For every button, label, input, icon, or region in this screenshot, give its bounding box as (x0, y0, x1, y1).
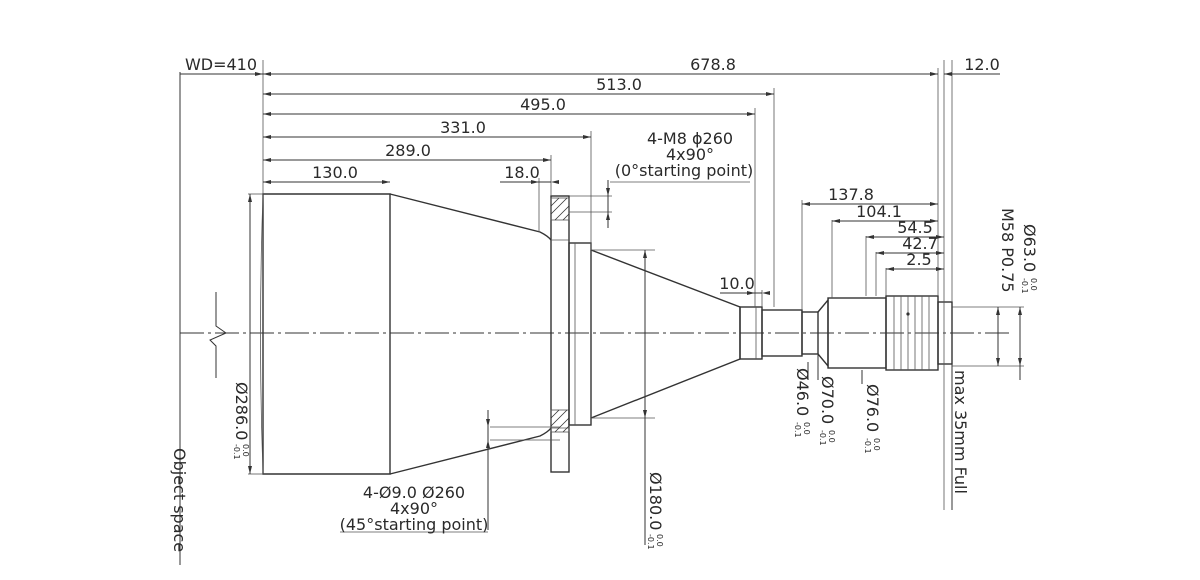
dim-12: 12.0 (964, 55, 1000, 74)
dim-104: 104.1 (856, 202, 902, 221)
hole-note-line3: (45°starting point) (340, 515, 489, 534)
dim-42: 42.7 (902, 234, 938, 253)
dia-286-tol-lower: -0.1 (232, 444, 241, 460)
note-leaders (340, 181, 750, 533)
object-space-label: Object space (170, 448, 189, 552)
diameter-286-label: Ø286.0 0.0 -0.1 (232, 382, 251, 460)
m8-note-line1: 4-M8 ϕ260 (647, 129, 733, 148)
thread-label: M58 P0.75 (998, 208, 1017, 293)
dia-286-text: Ø286.0 (232, 382, 251, 440)
diameter-76-label: Ø76.0 0.0 -0.1 (863, 384, 882, 454)
object-space-line (179, 72, 228, 565)
hole-note-line2: 4x90° (390, 499, 438, 518)
dia-76-tol-upper: 0.0 (872, 438, 881, 451)
dia-63-tol-upper: 0.0 (1029, 278, 1038, 291)
dia-76-text: Ø76.0 (863, 384, 882, 432)
diameter-70-label: Ø70.0 0.0 -0.1 (818, 376, 837, 446)
dim-130: 130.0 (312, 163, 358, 182)
dia-70-tol-lower: -0.1 (818, 430, 827, 446)
dia-70-text: Ø70.0 (818, 376, 837, 424)
diameter-63-label: Ø63.0 0.0 -0.1 (1020, 224, 1039, 294)
tapped-holes-note: 4-M8 ϕ260 4x90° (0°starting point) (615, 129, 754, 180)
lens-body (260, 193, 953, 475)
dim-2: 2.5 (906, 250, 931, 269)
dim-wd: WD=410 (185, 55, 257, 74)
dia-286-tol-upper: 0.0 (241, 444, 250, 457)
dim-10: 10.0 (719, 274, 755, 293)
hole-note-line1: 4-Ø9.0 Ø260 (363, 483, 465, 502)
dia-180-tol-upper: 0.0 (655, 534, 664, 547)
dia-76-tol-lower: -0.1 (863, 438, 872, 454)
dim-331: 331.0 (440, 118, 486, 137)
dia-63-text: Ø63.0 (1020, 224, 1039, 272)
dim-137: 137.8 (828, 185, 874, 204)
horizontal-dimension-texts: WD=410 678.8 12.0 513.0 495.0 331.0 289.… (185, 55, 1000, 293)
dia-46-tol-upper: 0.0 (802, 422, 811, 435)
dim-overall-length: 678.8 (690, 55, 736, 74)
dia-63-tol-lower: -0.1 (1020, 278, 1029, 294)
dim-289: 289.0 (385, 141, 431, 160)
diameter-46-label: Ø46.0 0.0 -0.1 (793, 368, 812, 438)
dia-180-text: Ø180.0 (646, 472, 665, 530)
dim-495: 495.0 (520, 95, 566, 114)
through-holes-note: 4-Ø9.0 Ø260 4x90° (45°starting point) (340, 483, 489, 534)
dia-180-tol-lower: -0.1 (646, 534, 655, 550)
vertical-dimension-lines (249, 180, 1021, 545)
dimension-arrowheads (248, 72, 1022, 474)
extension-lines (248, 60, 1024, 510)
dim-54: 54.5 (897, 218, 933, 237)
horizontal-dimension-lines (180, 73, 1000, 294)
sensor-format-label: max 35mm Full (951, 370, 970, 494)
m8-note-line2: 4x90° (666, 145, 714, 164)
dim-18: 18.0 (504, 163, 540, 182)
diameter-180-label: Ø180.0 0.0 -0.1 (646, 472, 665, 550)
dia-46-tol-lower: -0.1 (793, 422, 802, 438)
dia-46-text: Ø46.0 (793, 368, 812, 416)
dim-513: 513.0 (596, 75, 642, 94)
dia-70-tol-upper: 0.0 (827, 430, 836, 443)
m8-note-line3: (0°starting point) (615, 161, 754, 180)
